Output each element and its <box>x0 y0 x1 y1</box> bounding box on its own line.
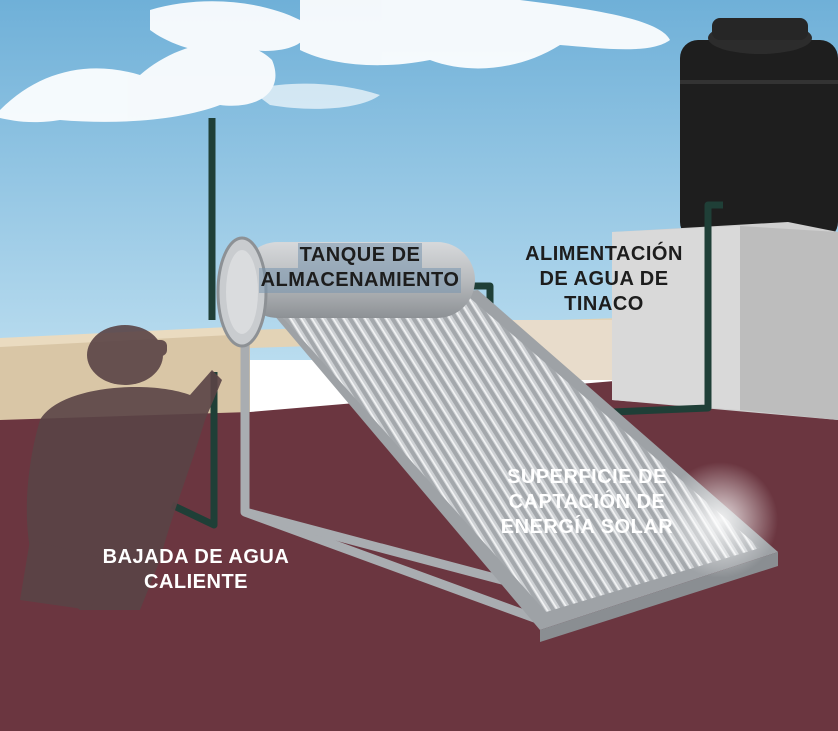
label-collector-surface-line-3: ENERGÍA SOLAR <box>500 516 674 538</box>
label-storage-tank: TANQUE DE ALMACENAMIENTO <box>238 243 482 293</box>
label-water-feed-line-2: DE AGUA DE <box>539 268 669 290</box>
label-water-feed: ALIMENTACIÓN DE AGUA DE TINACO <box>498 242 710 317</box>
clouds <box>0 0 670 123</box>
water-tank-tinaco <box>680 18 838 240</box>
collector-panel <box>268 290 778 642</box>
label-collector-surface-line-1: SUPERFICIE DE <box>507 466 667 488</box>
label-collector-surface-line-2: CAPTACIÓN DE <box>508 491 666 513</box>
pipes <box>170 118 723 529</box>
worker-silhouette <box>20 325 223 610</box>
label-hot-water-down: BAJADA DE AGUA CALIENTE <box>78 545 314 595</box>
label-hot-water-down-line-1: BAJADA DE AGUA <box>102 546 290 568</box>
label-storage-tank-line-1: TANQUE DE <box>297 243 423 268</box>
label-water-feed-line-1: ALIMENTACIÓN <box>525 243 683 265</box>
label-collector-surface: SUPERFICIE DE CAPTACIÓN DE ENERGÍA SOLAR <box>482 465 692 540</box>
label-water-feed-line-3: TINACO <box>564 293 644 315</box>
label-hot-water-down-line-2: CALIENTE <box>144 571 248 593</box>
heater-frame <box>240 330 542 625</box>
label-storage-tank-line-2: ALMACENAMIENTO <box>258 268 462 293</box>
